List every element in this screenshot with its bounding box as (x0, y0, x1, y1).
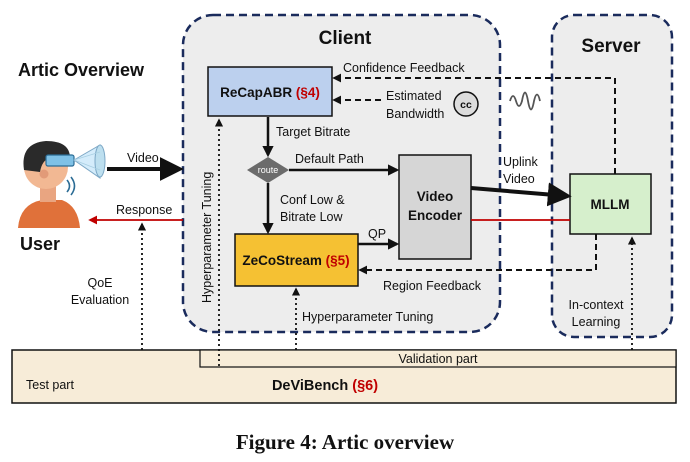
route-diamond (247, 157, 289, 183)
uplink-label: Uplink (503, 155, 538, 169)
bitrate-low-label: Bitrate Low (280, 210, 344, 224)
qoe-label: QoE (87, 276, 112, 290)
cc-icon: cc (453, 91, 479, 117)
qp-label: QP (368, 227, 386, 241)
mllm-box[interactable] (569, 173, 652, 235)
route-label: route (258, 165, 279, 175)
sound-waves-icon (66, 176, 76, 196)
camera-beam-icon (73, 144, 106, 179)
recapabr-box[interactable] (207, 66, 333, 117)
conf-low-label: Conf Low & (280, 193, 345, 207)
estimated-label: Estimated (386, 89, 442, 103)
video-label: Video (127, 151, 159, 165)
signal-wave-icon (509, 91, 541, 111)
in-context-label: In-context (569, 298, 624, 312)
client-title: Client (319, 28, 372, 49)
person-with-headset-icon (18, 141, 80, 228)
hyper-tuning-vertical-label: Hyperparameter Tuning (200, 172, 214, 303)
test-part-label: Test part (26, 378, 74, 392)
learning-label: Learning (572, 315, 621, 329)
region-feedback-arrow (358, 234, 597, 275)
validation-part-bar (199, 349, 677, 368)
target-bitrate-label: Target Bitrate (276, 125, 350, 139)
validation-part-label: Validation part (399, 352, 479, 366)
zecostream-box[interactable] (234, 233, 359, 287)
encoder-line2: Encoder (408, 208, 463, 223)
bandwidth-label: Bandwidth (386, 107, 444, 121)
user-label: User (20, 234, 60, 254)
mllm-label: MLLM (591, 197, 630, 212)
evaluation-label: Evaluation (71, 293, 129, 307)
figure-caption: Figure 4: Artic overview (236, 430, 455, 454)
response-label: Response (116, 203, 172, 217)
overview-title: Artic Overview (18, 60, 145, 80)
video-encoder-box[interactable] (398, 154, 472, 260)
confidence-feedback-label: Confidence Feedback (343, 61, 465, 75)
confidence-feedback-arrow (332, 73, 616, 174)
uplink-video-arrow (470, 182, 572, 207)
uplink-video-label: Video (503, 172, 535, 186)
zecostream-label: ZeCoStream (§5) (242, 253, 349, 268)
hyper-tuning-bottom-label: Hyperparameter Tuning (302, 310, 433, 324)
default-path-label: Default Path (295, 152, 364, 166)
recapabr-label: ReCapABR (§4) (220, 85, 320, 100)
region-feedback-label: Region Feedback (383, 279, 482, 293)
devibench-label: DeViBench (§6) (272, 378, 378, 394)
encoder-line1: Video (417, 189, 454, 204)
server-title: Server (581, 36, 641, 57)
svg-text:cc: cc (460, 99, 472, 111)
